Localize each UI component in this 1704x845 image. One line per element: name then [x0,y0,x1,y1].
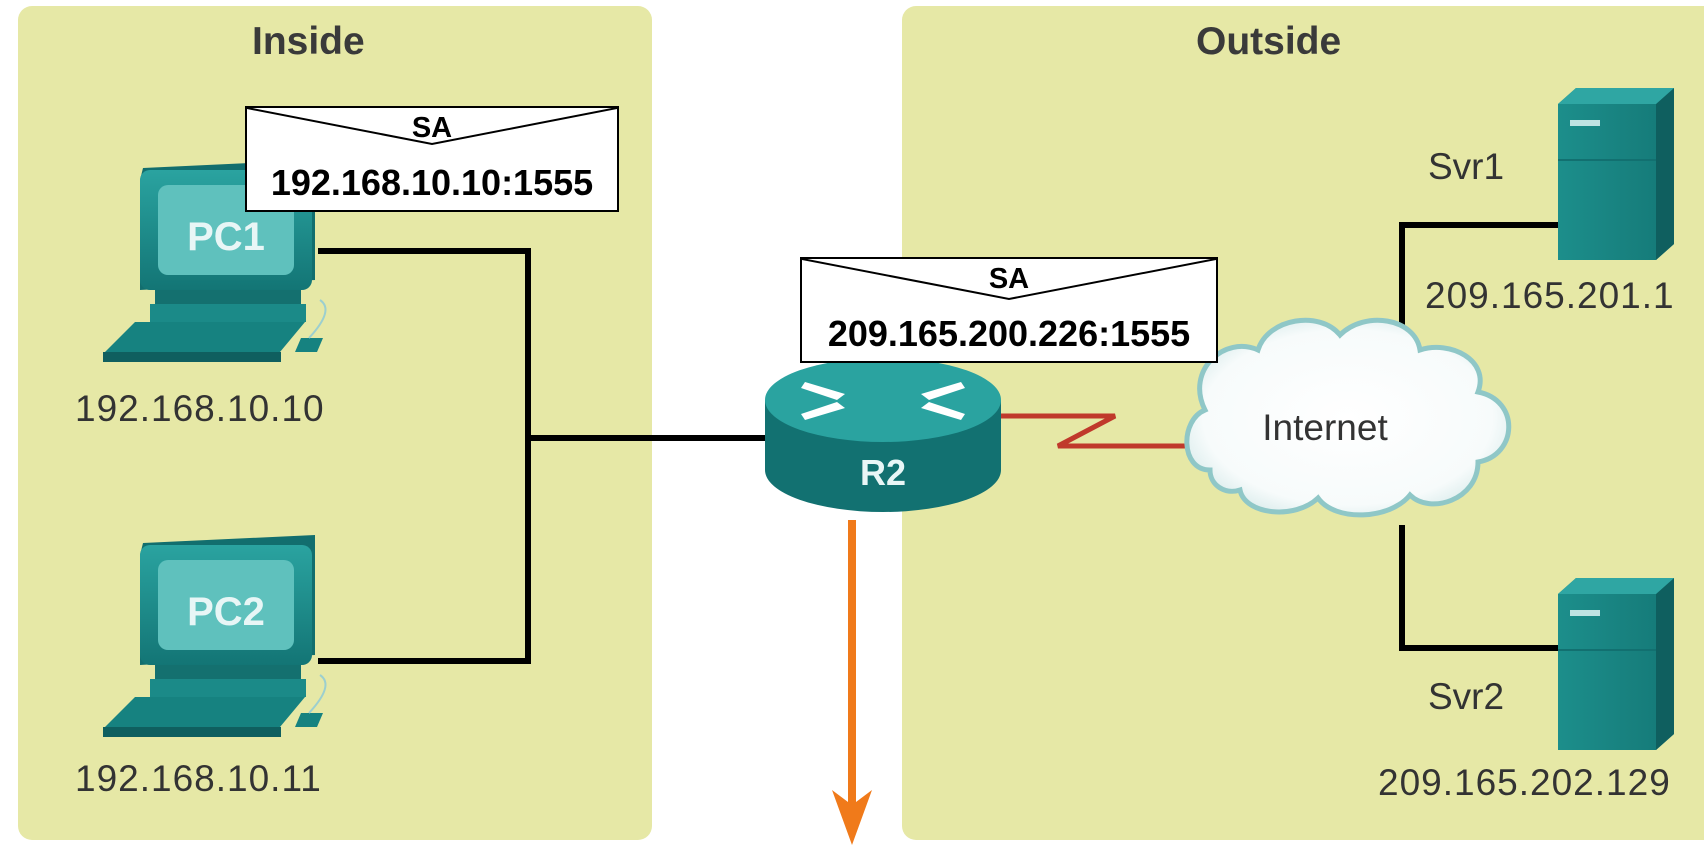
pc2-link [318,438,531,664]
router-icon: R2 [765,358,1001,512]
pc1-ip: 192.168.10.10 [75,388,325,429]
svr2-link [1399,525,1560,651]
source-address: 192.168.10.10:1555 [270,162,594,203]
envelope-flap-icon [247,108,617,146]
translated-source-address: 209.165.200.226:1555 [827,313,1191,354]
svr2-ip: 209.165.202.129 [1378,762,1671,803]
header-field-label: SA [988,263,1030,295]
svr1-ip: 209.165.201.1 [1425,275,1675,316]
pc-icon: PC2 [103,535,327,737]
server-links [1399,222,1560,651]
cloud-label: Internet [1262,407,1388,448]
svr1-link [1399,222,1560,335]
cloud-icon: Internet [1184,317,1512,518]
pc-icon: PC1 [103,160,327,362]
pc2-label: PC2 [187,590,265,634]
svr1-name: Svr1 [1428,146,1505,187]
outside-zone-title: Outside [1196,20,1342,63]
lan-links [318,248,770,664]
pc1-label: PC1 [187,215,265,259]
down-arrow-icon [832,520,872,845]
pc1-link [318,248,531,438]
envelope-flap-icon [802,259,1216,301]
pc2-ip: 192.168.10.11 [75,758,322,799]
svr2-name: Svr2 [1428,676,1505,717]
serial-link-icon [1000,413,1186,449]
header-field-label: SA [411,112,453,144]
server-icon [1558,88,1674,260]
server-icon [1558,578,1674,750]
router-label: R2 [860,452,906,493]
inside-zone-title: Inside [252,20,365,63]
packet-header-outside: SA 209.165.200.226:1555 [800,257,1218,363]
packet-header-inside: SA 192.168.10.10:1555 [245,106,619,212]
